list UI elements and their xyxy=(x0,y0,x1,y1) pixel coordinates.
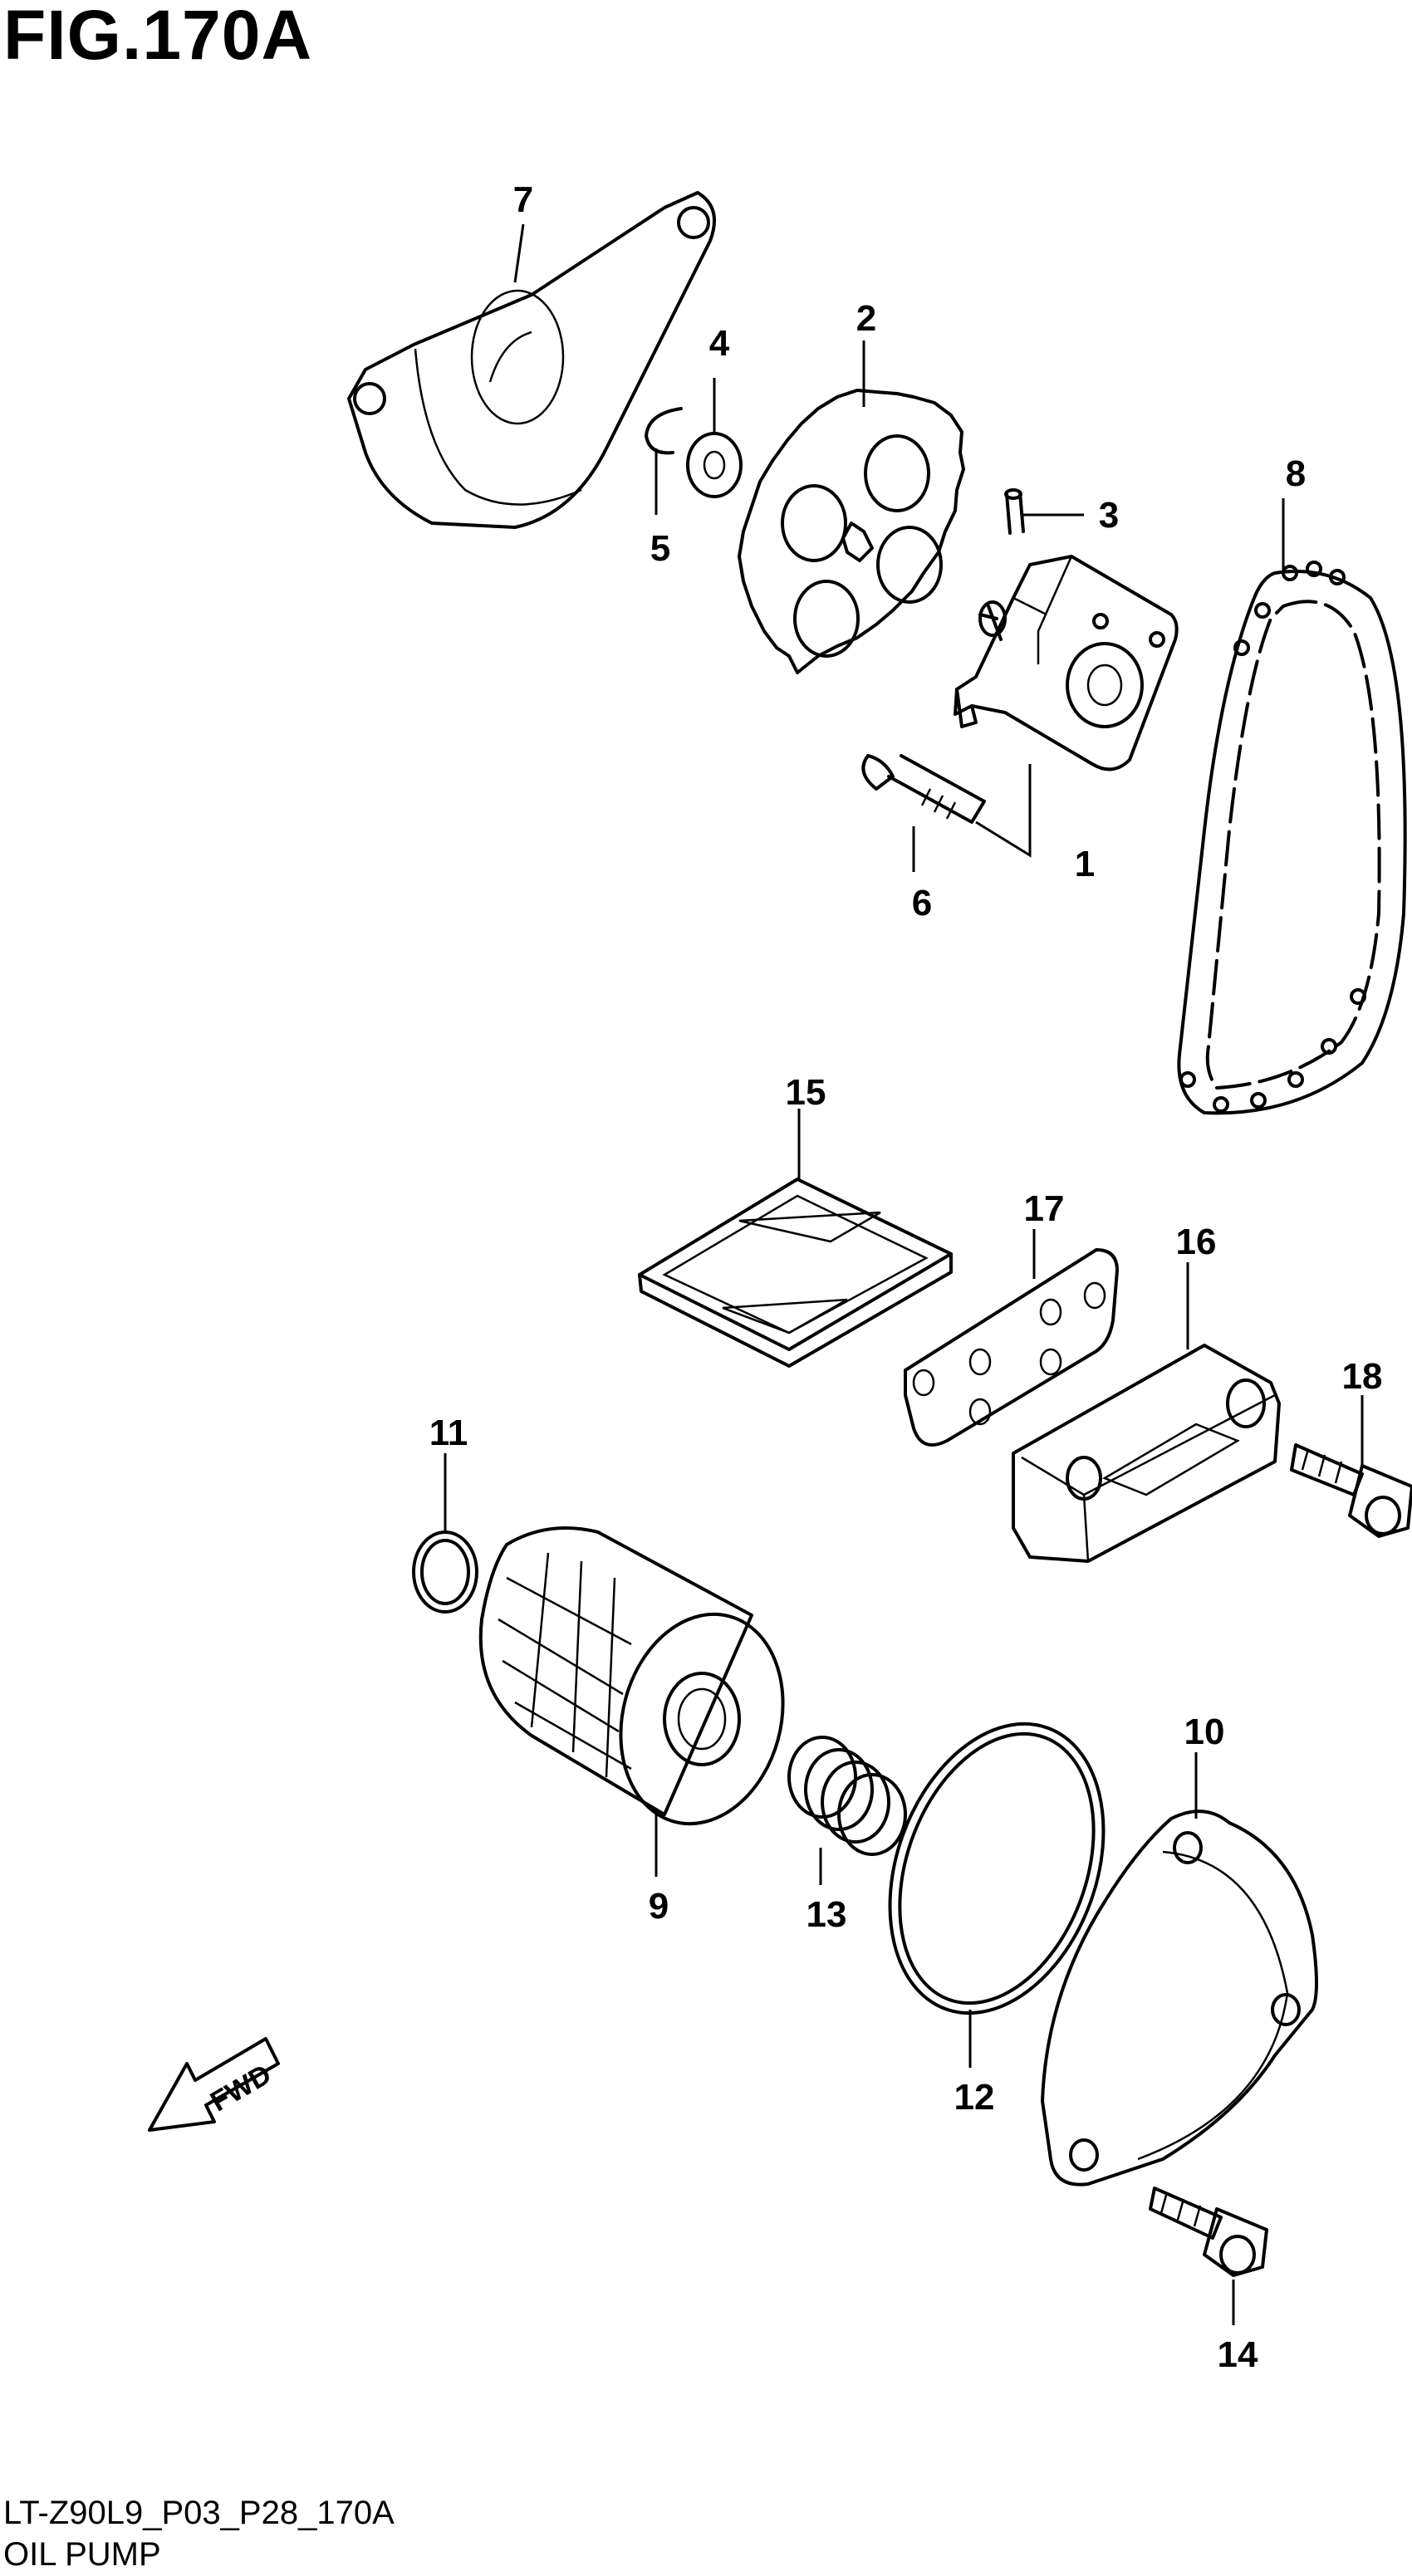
callout-1: 1 xyxy=(1075,844,1095,884)
part-5-circlip[interactable] xyxy=(645,407,683,455)
callout-17: 17 xyxy=(1024,1188,1065,1229)
figure-title: FIG.170A xyxy=(3,0,313,74)
callout-8: 8 xyxy=(1286,453,1306,494)
callout-12: 12 xyxy=(954,2077,995,2118)
part-7-cover-plate[interactable] xyxy=(347,191,716,529)
callout-9: 9 xyxy=(649,1886,669,1927)
part-1-oil-pump[interactable] xyxy=(954,555,1179,771)
part-18-bolt[interactable] xyxy=(1290,1443,1412,1538)
callout-16: 16 xyxy=(1176,1222,1217,1262)
part-4-washer[interactable] xyxy=(686,432,743,498)
part-10-filter-cap[interactable] xyxy=(1041,1810,1318,2187)
callout-13: 13 xyxy=(807,1894,847,1935)
leader-lines xyxy=(444,223,1364,2325)
part-13-spring[interactable] xyxy=(787,1736,907,1856)
callout-11: 11 xyxy=(429,1413,468,1453)
part-12-o-ring[interactable] xyxy=(852,1694,1142,2043)
part-2-sprocket[interactable] xyxy=(738,389,965,674)
callout-6: 6 xyxy=(912,883,932,923)
leader-1-6 xyxy=(975,764,1032,858)
part-9-oil-filter[interactable] xyxy=(478,1526,806,1842)
callout-7: 7 xyxy=(513,179,533,220)
figure-code: LT-Z90L9_P03_P28_170A xyxy=(3,2495,395,2531)
fwd-arrow-icon: FWD xyxy=(148,2037,280,2132)
part-6-screw[interactable] xyxy=(861,754,986,824)
figure-name: OIL PUMP xyxy=(3,2536,161,2573)
callout-14: 14 xyxy=(1218,2334,1258,2375)
callout-18: 18 xyxy=(1342,1356,1383,1397)
callout-2: 2 xyxy=(856,298,876,339)
part-14-bolt[interactable] xyxy=(1149,2187,1268,2277)
callout-4: 4 xyxy=(709,323,730,364)
part-17-gasket[interactable] xyxy=(904,1248,1119,1447)
part-3-pin[interactable] xyxy=(1004,488,1025,535)
callout-3: 3 xyxy=(1099,495,1119,536)
callout-10: 10 xyxy=(1184,1712,1225,1752)
callout-15: 15 xyxy=(786,1072,826,1113)
part-15-strainer[interactable] xyxy=(638,1178,953,1368)
callout-5: 5 xyxy=(650,528,670,569)
part-8-chain[interactable] xyxy=(1177,561,1407,1115)
part-11-o-ring[interactable] xyxy=(412,1530,478,1614)
part-16-cap[interactable] xyxy=(1012,1344,1281,1563)
